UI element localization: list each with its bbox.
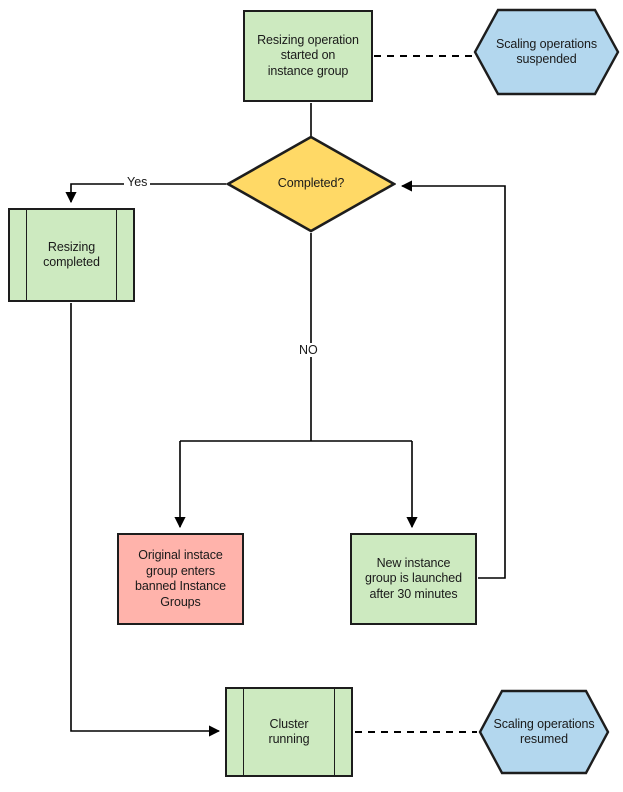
node-cluster-running[interactable]: Cluster running xyxy=(225,687,353,777)
predefined-bar-right xyxy=(116,210,117,300)
edge-decision-no xyxy=(180,233,412,442)
node-label: Scaling operations suspended xyxy=(495,36,598,67)
hexagon-shape xyxy=(478,689,610,775)
node-resizing-completed[interactable]: Resizing completed xyxy=(8,208,135,302)
node-new-group-launched[interactable]: New instance group is launched after 30 … xyxy=(350,533,477,625)
node-label: Cluster running xyxy=(268,716,310,747)
node-label: Resizing operation started on instance g… xyxy=(257,32,359,78)
node-label: Original instace group enters banned Ins… xyxy=(135,548,226,609)
node-resizing-started[interactable]: Resizing operation started on instance g… xyxy=(243,10,373,102)
node-completed-decision[interactable]: Completed? xyxy=(226,135,396,233)
node-scaling-resumed[interactable]: Scaling operations resumed xyxy=(478,689,610,775)
node-label: Completed? xyxy=(277,176,345,191)
node-label: Resizing completed xyxy=(43,239,100,270)
node-scaling-suspended[interactable]: Scaling operations suspended xyxy=(473,8,620,96)
node-original-group-banned[interactable]: Original instace group enters banned Ins… xyxy=(117,533,244,625)
hexagon-shape xyxy=(473,8,620,96)
predefined-bar-right xyxy=(334,689,335,775)
predefined-bar-left xyxy=(243,689,244,775)
edge-label-yes: Yes xyxy=(124,175,151,189)
diamond-shape xyxy=(226,135,396,233)
edge-label-no: NO xyxy=(296,343,321,357)
edge-completed-to-cluster xyxy=(70,303,221,737)
predefined-bar-left xyxy=(26,210,27,300)
edge-new-group-retry xyxy=(400,180,506,579)
node-label: New instance group is launched after 30 … xyxy=(365,555,462,601)
node-label: Scaling operations resumed xyxy=(493,716,595,747)
